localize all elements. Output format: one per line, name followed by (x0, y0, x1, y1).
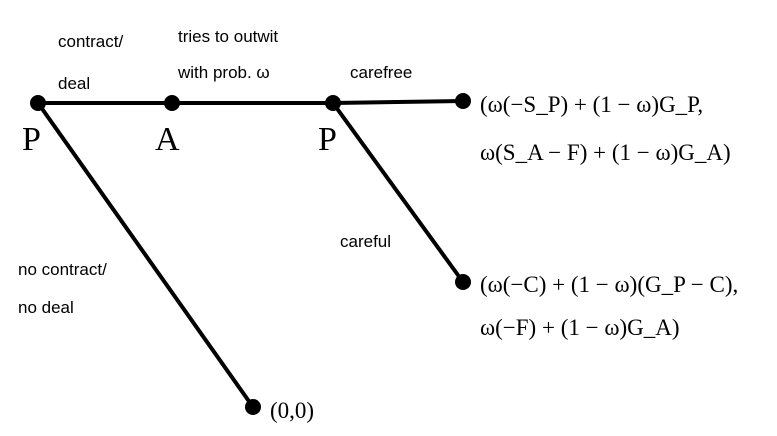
node-terminal-no-deal (245, 399, 261, 415)
node-terminal-careful (455, 274, 471, 290)
payoff-careful-line1: (ω(−C) + (1 − ω)(G_P − C), (480, 272, 738, 297)
payoff-careful-line2: ω(−F) + (1 − ω)G_A) (480, 315, 680, 340)
node-second-principal (325, 95, 341, 111)
player-label-agent: A (155, 121, 180, 158)
edge-label-outwit-line2: with prob. ω (177, 63, 270, 82)
node-terminal-carefree (455, 93, 471, 109)
player-label-root: P (22, 121, 41, 158)
edge-label-carefree: carefree (350, 63, 412, 82)
edge-label-careful: careful (340, 232, 391, 251)
edge-carefree (331, 99, 465, 105)
edge-careful (331, 101, 465, 284)
edge-label-outwit-line1: tries to outwit (178, 27, 278, 46)
node-agent (164, 95, 180, 111)
payoff-carefree-line2: ω(S_A − F) + (1 − ω)G_A) (480, 140, 731, 165)
player-label-principal: P (318, 121, 337, 158)
edge-label-contract-line2: deal (58, 74, 90, 93)
edge-no-contract (36, 101, 255, 409)
edge-label-no-contract-line2: no deal (18, 298, 74, 317)
node-root-principal (30, 95, 46, 111)
payoff-no-deal: (0,0) (270, 398, 314, 423)
edge-label-no-contract-line1: no contract/ (18, 260, 107, 279)
edge-label-contract-line1: contract/ (58, 32, 123, 51)
payoff-carefree-line1: (ω(−S_P) + (1 − ω)G_P, (480, 92, 703, 117)
